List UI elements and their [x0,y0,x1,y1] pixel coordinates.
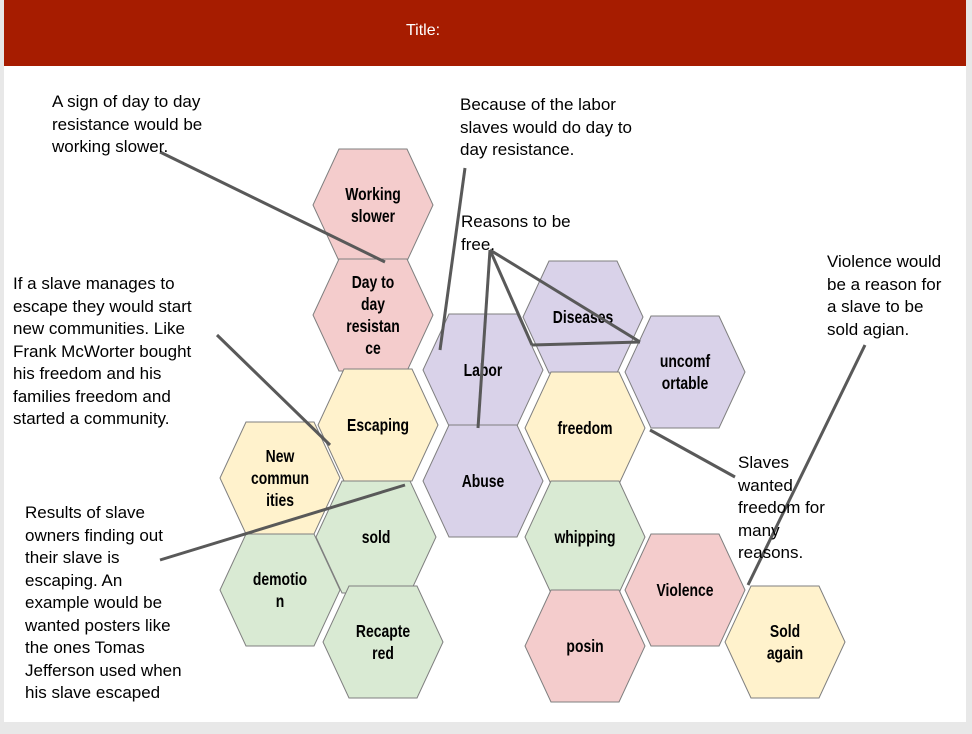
hexagon-whipping[interactable]: whipping [524,480,646,594]
hexagon-label: Sold [770,623,800,642]
hexagon-label: posin [566,638,603,657]
hexagon-label: whipping [554,529,616,548]
hexagon-shape [312,148,434,262]
hexagon-shape [219,533,341,647]
hexagon-label: slower [351,208,395,227]
hexagon-label: demotio [253,571,307,590]
hexagon-shape [322,585,444,699]
reasons-note[interactable]: Reasons to be free. [461,212,571,254]
connector-line[interactable] [746,344,867,586]
freedom-note[interactable]: Slaves wanted freedom for many reasons. [738,453,825,562]
hexagon-uncomfortable[interactable]: uncomf ortable [624,315,746,429]
hexagon-label: Day to [352,274,395,293]
working-slower-note[interactable]: A sign of day to day resistance would be… [52,92,203,156]
hexagon-label: commun [251,470,309,489]
hexagon-label: red [372,645,394,664]
hexagon-label: Working [345,186,400,205]
communities-note[interactable]: If a slave manages to escape they would … [13,274,192,428]
hexagon-label: sold [362,529,391,548]
hexagon-label: day [361,296,385,315]
hexagon-daytodayresistance[interactable]: Day to day resistan ce [312,258,434,372]
results-note[interactable]: Results of slave owners finding out thei… [25,503,182,702]
hexagon-label: New [266,448,295,467]
connector-line[interactable] [488,249,534,346]
hexagon-label: Recapte [356,623,410,642]
connector-line[interactable] [215,333,332,447]
hexagon-label: Abuse [462,473,505,492]
hexagon-label: ce [365,340,381,359]
connector-line[interactable] [649,428,736,479]
connector-line[interactable] [438,167,467,351]
hexagon-escaping[interactable]: Escaping [317,368,439,482]
hexagon-label: n [276,593,285,612]
page-title[interactable]: Title: [405,22,441,39]
hexagon-shape [724,585,846,699]
hexagon-shape [624,315,746,429]
hexagon-shape [624,533,746,647]
header-bar: Title: [4,0,966,66]
hexagon-shape [422,424,544,538]
labor-note[interactable]: Because of the labor slaves would do day… [460,95,632,159]
hexagon-label: freedom [558,420,613,439]
hexagon-label: ortable [662,375,709,394]
hexagon-demotion[interactable]: demotio n [219,533,341,647]
hexagon-label: ities [266,492,294,511]
connector-line[interactable] [159,150,386,264]
hexagon-recaptered[interactable]: Recapte red [322,585,444,699]
hexagon-label: resistan [346,318,399,337]
hexagon-soldagain[interactable]: Sold again [724,585,846,699]
connector-line[interactable] [476,249,492,429]
hexagon-label: again [767,645,803,664]
violence-note[interactable]: Violence would be a reason for a slave t… [827,252,942,339]
hexagon-newcommunities[interactable]: New commun ities [219,421,341,535]
hexagon-workingslower[interactable]: Working slower [312,148,434,262]
hexagon-violence[interactable]: Violence [624,533,746,647]
hexagon-posin[interactable]: posin [524,589,646,703]
hexagon-shape [524,589,646,703]
hexagon-label: Escaping [347,417,409,436]
connector-line[interactable] [159,483,406,562]
hexagon-abuse[interactable]: Abuse [422,424,544,538]
connector-line[interactable] [489,248,641,344]
connector-line[interactable] [531,340,641,347]
hexagon-shape [317,368,439,482]
hexagon-freedom[interactable]: freedom [524,371,646,485]
hexagon-label: Violence [656,582,713,601]
hexagon-diseases[interactable]: Diseases [522,260,644,374]
hexagon-label: Diseases [553,309,613,328]
hexagon-label: uncomf [660,353,711,372]
